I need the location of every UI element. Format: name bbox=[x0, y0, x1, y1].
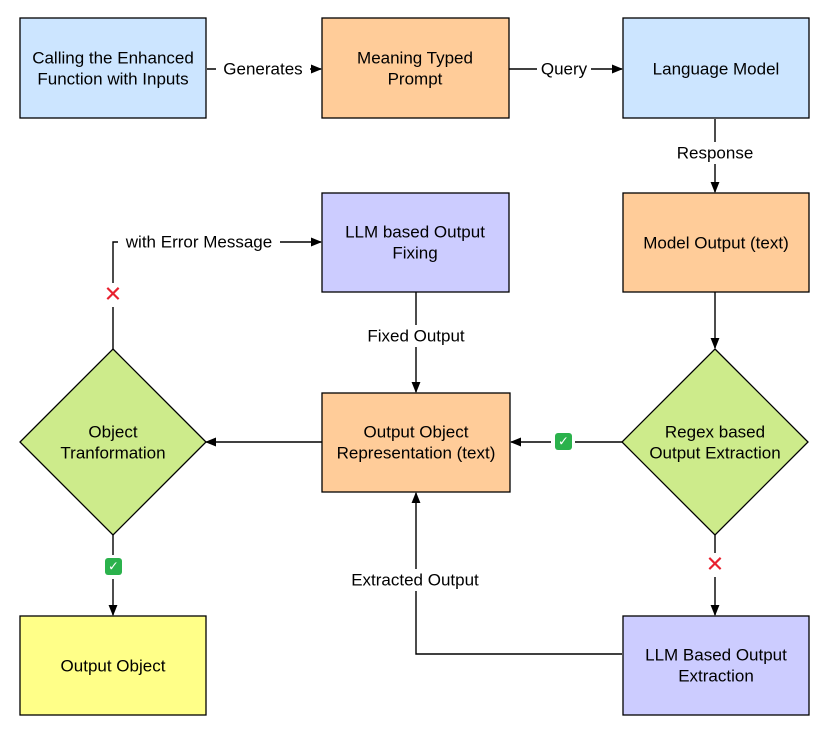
node-llm-output-fixing: LLM based Output Fixing bbox=[321, 192, 510, 293]
success-mark-regex: ✓ bbox=[551, 430, 575, 454]
node-model-output: Model Output (text) bbox=[622, 192, 810, 293]
node-model-output-label: Model Output (text) bbox=[643, 234, 789, 253]
node-meaning-typed-prompt-line-1: Meaning Typed bbox=[357, 49, 473, 68]
x-mark-icon: ✕ bbox=[706, 553, 724, 578]
node-llm-output-extraction-line-1: LLM Based Output bbox=[645, 646, 787, 665]
node-output-object-representation: Output Object Representation (text) bbox=[321, 392, 511, 493]
success-mark-transformation: ✓ bbox=[101, 555, 125, 579]
node-meaning-typed-prompt-line-2: Prompt bbox=[388, 70, 443, 89]
fail-mark-regex: ✕ bbox=[701, 553, 729, 578]
node-meaning-typed-prompt: Meaning Typed Prompt bbox=[321, 17, 510, 119]
node-output-object-representation-line-2: Representation (text) bbox=[337, 444, 496, 463]
check-mark-icon: ✓ bbox=[108, 560, 119, 575]
edge-label-fixed-output: Fixed Output bbox=[362, 325, 470, 347]
edge-label-extracted-output: Extracted Output bbox=[342, 569, 488, 591]
edge-transform-to-fixing bbox=[112, 237, 323, 349]
node-language-model-label: Language Model bbox=[653, 60, 780, 79]
edge-label-with-error-message: with Error Message bbox=[118, 231, 280, 253]
x-mark-icon: ✕ bbox=[104, 283, 122, 308]
node-calling-function-line-2: Function with Inputs bbox=[37, 70, 188, 89]
edge-label-with-error-message-text: with Error Message bbox=[125, 233, 272, 252]
node-llm-output-fixing-line-2: Fixing bbox=[392, 244, 437, 263]
edge-label-generates-text: Generates bbox=[223, 60, 302, 79]
node-regex-extraction-line-2: Output Extraction bbox=[649, 444, 780, 463]
node-regex-extraction: Regex based Output Extraction bbox=[621, 348, 809, 536]
connectors bbox=[108, 64, 720, 655]
node-llm-output-extraction-line-2: Extraction bbox=[678, 667, 754, 686]
node-output-object-representation-line-1: Output Object bbox=[364, 423, 469, 442]
node-regex-extraction-line-1: Regex based bbox=[665, 423, 765, 442]
node-llm-output-extraction: LLM Based Output Extraction bbox=[622, 615, 810, 716]
edge-label-response: Response bbox=[670, 142, 760, 164]
edge-label-query-text: Query bbox=[541, 60, 588, 79]
node-llm-output-fixing-line-1: LLM based Output bbox=[345, 223, 485, 242]
edge-llm-extraction-to-rep bbox=[411, 491, 622, 655]
edge-label-response-text: Response bbox=[677, 144, 754, 163]
node-language-model: Language Model bbox=[622, 17, 810, 119]
node-calling-function-line-1: Calling the Enhanced bbox=[32, 49, 194, 68]
node-calling-function: Calling the Enhanced Function with Input… bbox=[19, 17, 207, 119]
check-mark-icon: ✓ bbox=[558, 435, 569, 450]
node-object-transformation: Object Tranformation bbox=[19, 348, 207, 536]
edge-label-generates: Generates bbox=[216, 58, 310, 80]
edge-label-fixed-output-text: Fixed Output bbox=[367, 327, 465, 346]
node-object-transformation-line-2: Tranformation bbox=[60, 444, 165, 463]
edge-label-extracted-output-text: Extracted Output bbox=[351, 571, 479, 590]
node-object-transformation-line-1: Object bbox=[88, 423, 137, 442]
node-output-object-label: Output Object bbox=[61, 657, 166, 676]
edge-label-query: Query bbox=[537, 58, 591, 80]
node-output-object: Output Object bbox=[19, 615, 207, 716]
fail-mark-transformation: ✕ bbox=[99, 283, 127, 308]
